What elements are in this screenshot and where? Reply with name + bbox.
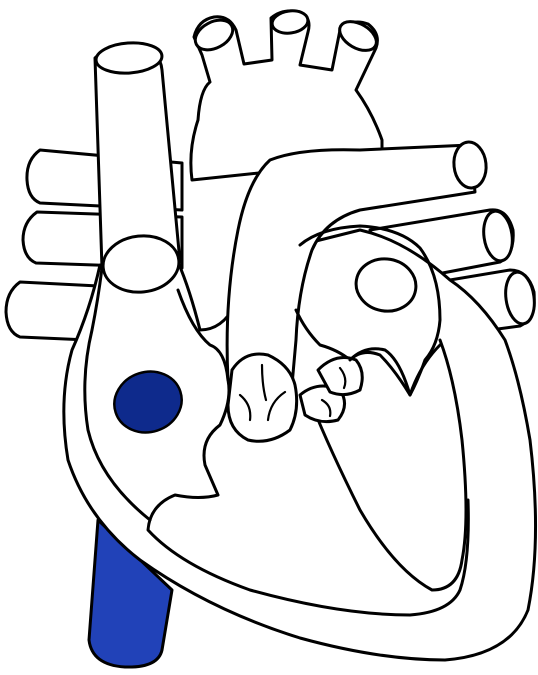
aortic-valve bbox=[228, 354, 297, 441]
superior-vena-cava bbox=[95, 41, 180, 268]
